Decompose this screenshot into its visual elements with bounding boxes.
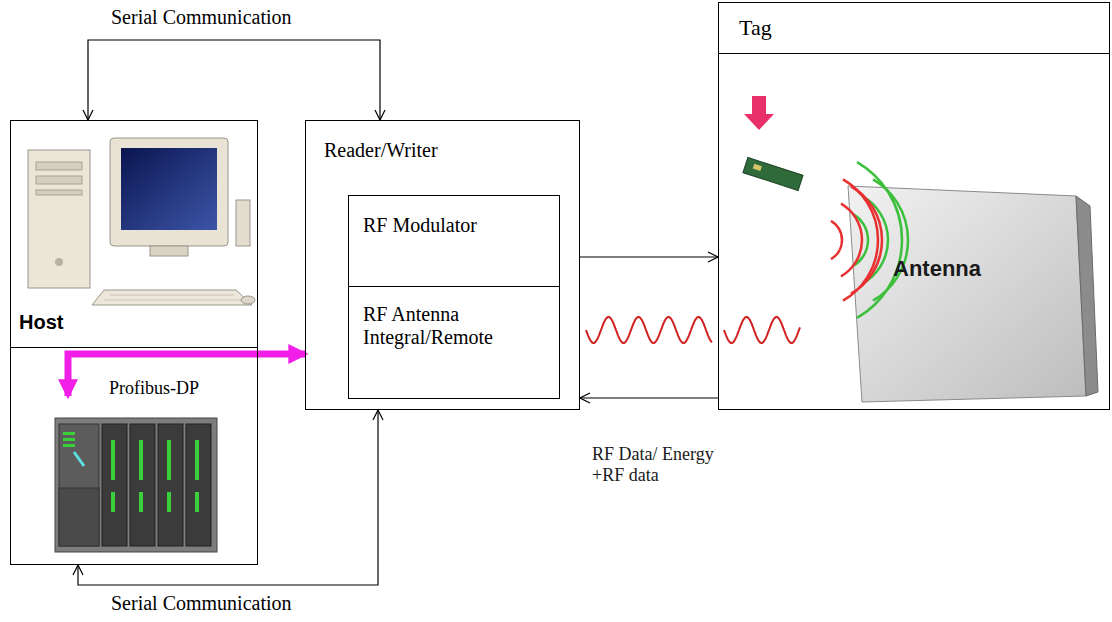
node-text: Profibus-DP (11, 348, 257, 399)
edge-label: Serial Communication (108, 592, 295, 615)
host-panel: Host (10, 120, 258, 348)
rf-downlink (580, 256, 718, 257)
node-text: Tag (719, 3, 1109, 54)
rf-antenna-box: RF Antenna Integral/Remote (348, 287, 560, 399)
plc-picture (55, 418, 217, 552)
antenna-picture (743, 96, 1098, 402)
node-text: Host (11, 121, 257, 334)
tag-box: Tag (718, 2, 1110, 410)
rf-modulator-box: RF Modulator (348, 195, 560, 287)
serial-link (88, 40, 380, 120)
rf-wave (586, 317, 800, 343)
reader-writer-box: Reader/Writer RF Modulator RF Antenna Inte… (305, 120, 580, 410)
profibus-panel: Profibus-DP (10, 348, 258, 565)
serial-link (78, 410, 378, 585)
rf-uplink (580, 397, 718, 398)
node-text: RF Modulator (349, 196, 559, 237)
computer-picture (28, 138, 255, 305)
node-text: RF Antenna Integral/Remote (349, 287, 559, 349)
rf-data-note: RF Data/ Energy +RF data (592, 444, 742, 486)
node-text: Reader/Writer (306, 121, 579, 162)
antenna-label: Antenna (893, 256, 981, 282)
edge-label: Serial Communication (108, 6, 295, 29)
